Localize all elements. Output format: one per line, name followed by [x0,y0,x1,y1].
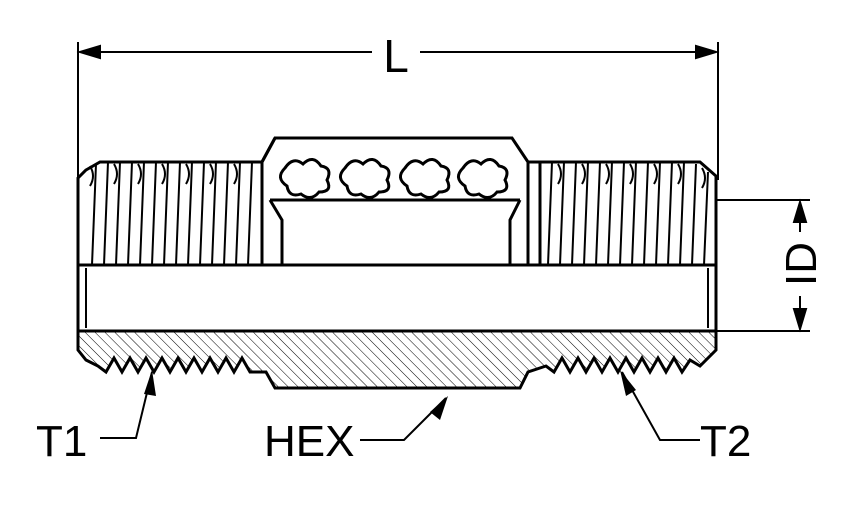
right-thread-lines [547,161,709,266]
t2-leader [621,371,700,441]
right-thread-outline [538,160,718,267]
hex-label: HEX [264,417,354,466]
bore-section [76,263,718,333]
leader-arrowheads [144,370,636,420]
t1-label: T1 [36,417,87,466]
hex-leader [360,397,447,441]
id-label: ID [777,242,826,286]
left-thread-lines [89,161,253,266]
t2-label: T2 [700,417,751,466]
length-label: L [383,30,409,82]
t1-leader [100,371,153,439]
hex-knurl-pattern [279,158,509,199]
lower-cross-section [76,329,718,390]
id-dimension [716,198,810,333]
section-hatched-wall [76,329,718,390]
length-dimension [76,42,720,180]
